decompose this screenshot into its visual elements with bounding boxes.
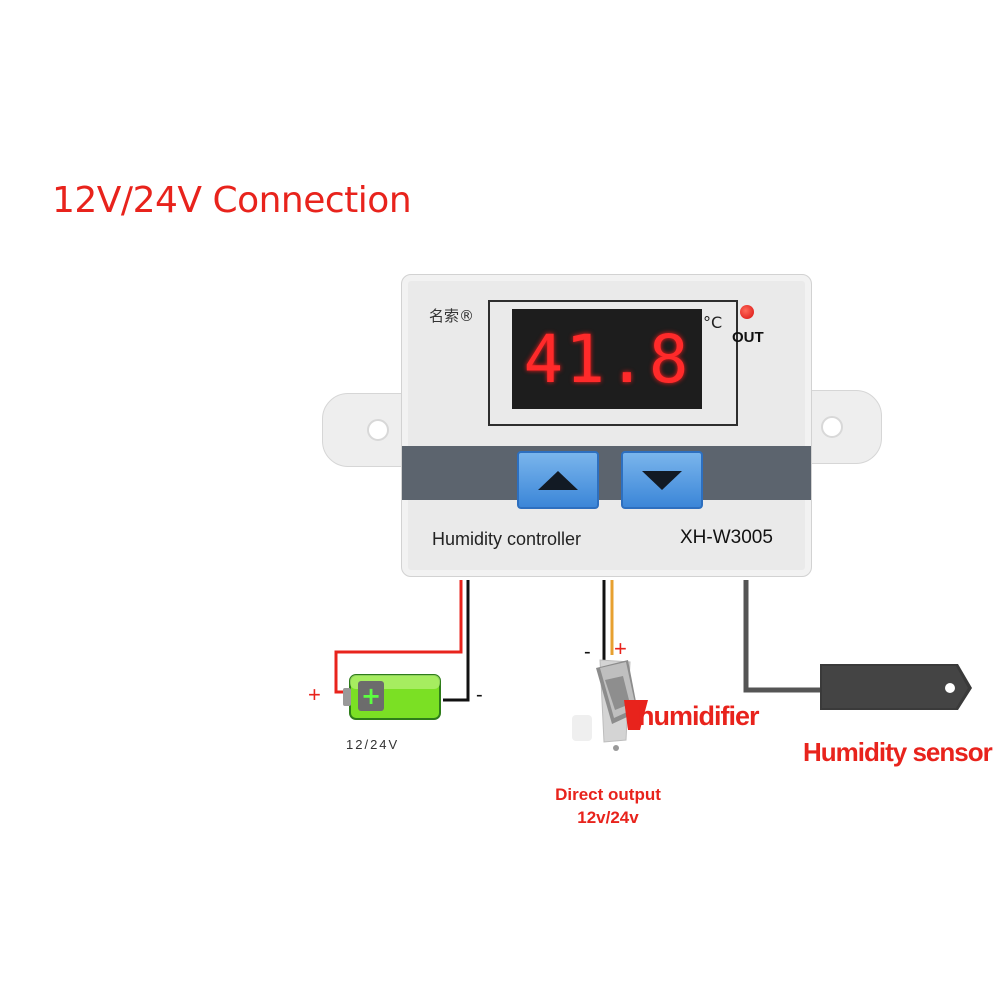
output-led-icon: [740, 305, 754, 319]
svg-text:+: +: [361, 682, 381, 710]
display-reading: 41.8: [523, 320, 691, 398]
device-name-label: Humidity controller: [432, 529, 582, 549]
up-button[interactable]: [517, 451, 599, 509]
brand-label: 名索®: [429, 307, 475, 325]
sensor-wire: [743, 580, 820, 693]
battery-negative-wire: [443, 580, 470, 702]
down-button[interactable]: [621, 451, 703, 509]
led-display: 41.8: [512, 309, 702, 409]
humidifier-minus-label: -: [584, 641, 591, 663]
button-strip: [402, 446, 811, 500]
switch-icon: [572, 659, 648, 751]
down-arrow-icon: [642, 470, 682, 490]
model-label: XH-W3005: [680, 527, 773, 548]
battery-icon: +: [343, 674, 441, 720]
battery-voltage-label: 12/24V: [346, 737, 400, 752]
direct-output-line2: 12v/24v: [577, 808, 639, 827]
humidity-controller-device: 名索® 41.8 °C OUT Humidity controller XH-W…: [401, 274, 812, 577]
diagram-title: 12V/24V Connection: [52, 180, 412, 221]
direct-output-label: Direct output 12v/24v: [538, 783, 678, 829]
unit-label: °C: [703, 313, 723, 332]
direct-output-line1: Direct output: [555, 785, 661, 804]
humidifier-label: humidifier: [638, 701, 760, 731]
up-arrow-icon: [538, 470, 578, 490]
battery-minus-label: -: [476, 684, 483, 706]
humidity-sensor-icon: [820, 664, 972, 710]
humidifier-plus-label: +: [614, 636, 627, 661]
battery-plus-label: +: [308, 682, 321, 707]
mounting-hole: [821, 416, 843, 438]
battery-positive-wire: [334, 580, 463, 694]
out-label: OUT: [732, 329, 764, 346]
display-frame: [488, 300, 738, 426]
humidity-sensor-label: Humidity sensor: [803, 737, 993, 767]
mounting-hole: [367, 419, 389, 441]
